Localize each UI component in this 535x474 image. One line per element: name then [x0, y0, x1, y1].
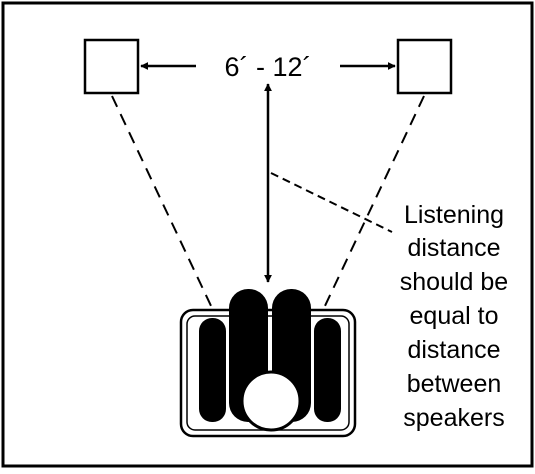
listening-distance-note: Listening distance should be equal to di…: [400, 201, 508, 432]
note-line: equal to: [410, 302, 499, 330]
note-line: between: [407, 370, 502, 398]
left-sight-line: [111, 95, 213, 309]
note-line: should be: [400, 268, 508, 296]
note-line: Listening: [404, 201, 504, 229]
left-speaker: [83, 38, 140, 95]
note-leader-line: [270, 172, 393, 233]
left-arm: [199, 318, 226, 422]
note-line: speakers: [403, 404, 504, 432]
note-line: distance: [407, 234, 500, 262]
listener-seat: [179, 289, 357, 438]
distance-label: 6´ - 12´: [224, 52, 311, 82]
right-arm: [314, 318, 341, 422]
right-speaker: [396, 38, 453, 95]
note-line: distance: [407, 336, 500, 364]
listener-head: [240, 370, 302, 432]
